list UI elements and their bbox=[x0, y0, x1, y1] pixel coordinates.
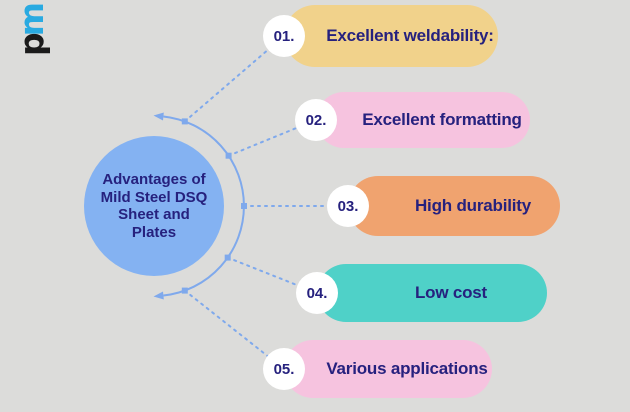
item-pill: High durability bbox=[348, 176, 560, 236]
arc-node-2 bbox=[225, 152, 232, 159]
center-title-line: Sheet and bbox=[118, 206, 190, 223]
advantage-item-1: Excellent weldability: 01. bbox=[263, 5, 519, 67]
advantage-item-5: Various applications 05. bbox=[263, 340, 513, 398]
orbit-arc bbox=[163, 115, 245, 297]
center-title-line: Plates bbox=[131, 223, 177, 241]
item-pill: Excellent formatting bbox=[316, 92, 530, 148]
item-label: Low cost bbox=[414, 283, 488, 302]
arc-arrowhead-bottom-icon bbox=[153, 291, 164, 300]
item-number-badge: 03. bbox=[327, 185, 369, 227]
item-number-badge: 02. bbox=[295, 99, 337, 141]
arc-node-3 bbox=[241, 203, 247, 209]
advantage-item-4: Low cost 04. bbox=[296, 264, 568, 322]
arc-arrowhead-top-icon bbox=[153, 112, 164, 121]
connector-line-1 bbox=[183, 35, 285, 123]
center-title-line: Advantages of bbox=[102, 171, 206, 188]
item-number-badge: 01. bbox=[263, 15, 305, 57]
arc-node-5 bbox=[181, 287, 188, 294]
center-title-line: Mild Steel DSQ bbox=[100, 188, 208, 206]
advantage-item-3: High durability 03. bbox=[327, 176, 581, 236]
center-topic-circle: Advantages of Mild Steel DSQ Sheet and P… bbox=[84, 136, 224, 276]
item-label: Various applications bbox=[326, 359, 488, 378]
item-number-badge: 05. bbox=[263, 348, 305, 390]
item-number: 04. bbox=[306, 284, 328, 302]
arc-node-1 bbox=[181, 118, 188, 125]
item-pill: Excellent weldability: bbox=[284, 5, 498, 67]
arc-node-4 bbox=[224, 254, 231, 261]
advantage-item-2: Excellent formatting 02. bbox=[295, 92, 551, 148]
item-number: 01. bbox=[273, 27, 295, 45]
item-label: Excellent weldability: bbox=[326, 26, 494, 45]
item-number: 02. bbox=[305, 111, 327, 129]
connector-line-4 bbox=[226, 256, 318, 294]
item-pill: Low cost bbox=[317, 264, 547, 322]
item-pill: Various applications bbox=[284, 340, 492, 398]
item-number: 05. bbox=[273, 360, 295, 378]
item-label: High durability bbox=[414, 196, 531, 215]
item-label: Excellent formatting bbox=[362, 110, 522, 129]
item-number: 03. bbox=[337, 197, 359, 215]
item-number-badge: 04. bbox=[296, 272, 338, 314]
